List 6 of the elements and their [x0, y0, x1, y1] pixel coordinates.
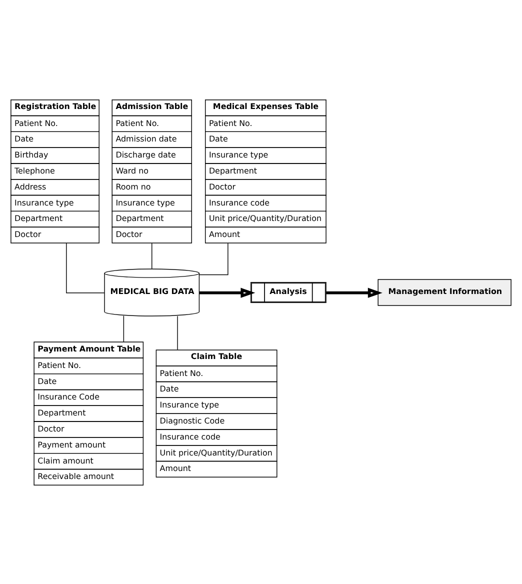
arrow	[326, 287, 382, 298]
arrow	[199, 287, 256, 298]
connector	[66, 242, 105, 293]
connector	[123, 314, 124, 342]
connector	[177, 315, 178, 350]
connector	[199, 242, 228, 275]
